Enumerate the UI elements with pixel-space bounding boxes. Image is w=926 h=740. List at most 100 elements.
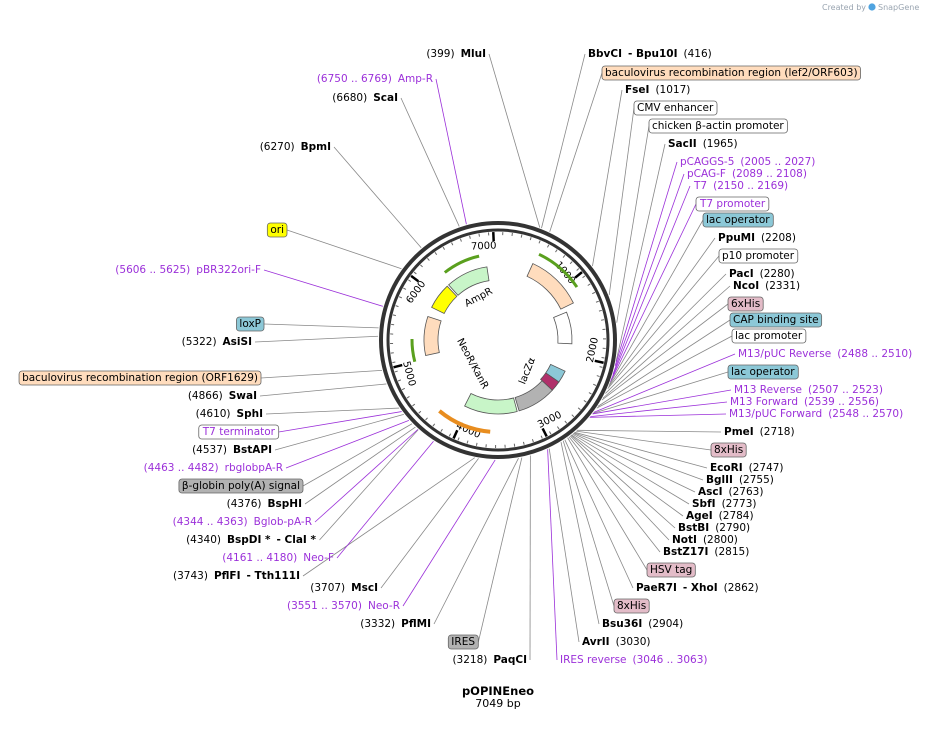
svg-text:PaeR7I- XhoI(2862): PaeR7I- XhoI(2862) [636,582,759,594]
label-m13-puc-reverse: M13/pUC Reverse(2488 .. 2510) [738,348,912,360]
ring-minor-tick [571,414,575,418]
leader-line [286,229,402,270]
svg-text:baculovirus recombination regi: baculovirus recombination region (ORF162… [22,372,258,384]
svg-text:(6270)BpmI: (6270)BpmI [260,141,331,153]
label-name: HSV tag [650,564,692,576]
label-asci: AscI(2763) [698,486,763,498]
label-msci: (3707)MscI [310,582,378,594]
ring-minor-tick [582,275,586,279]
leader-line [263,269,383,307]
ring-minor-tick [588,392,592,395]
ring-minor-tick [592,291,596,295]
ring-tick-mark [393,363,403,369]
leader-line [541,53,586,229]
feature-label-box [613,598,650,614]
label-name: IRES [451,636,475,648]
label-name: MscI [351,582,378,594]
label-name: BspHI [268,498,302,510]
leader-line [608,107,635,295]
feature-label-box [198,424,280,440]
svg-text:NcoI(2331): NcoI(2331) [733,280,800,292]
label-name: pBR322ori-F [196,264,261,276]
svg-text:(4463 .. 4482)rbglobpA-R: (4463 .. 4482)rbglobpA-R [144,462,283,474]
label-name: BbvCI [588,48,622,60]
label-m13-forward: M13 Forward(2539 .. 2556) [730,396,879,408]
label-name: loxP [239,318,261,330]
svg-text:(4866)SwaI: (4866)SwaI [188,390,257,402]
label-name: PflMI [401,618,431,630]
label-baculovirus-recombination-region-lef2-orf603-: baculovirus recombination region (lef2/O… [601,65,861,81]
leader-line [615,143,666,362]
label-name: T7 terminator [202,426,276,438]
svg-text:(4340)BspDI *- ClaI *: (4340)BspDI *- ClaI * [186,534,316,546]
label-name: 8xHis [617,600,646,612]
arrow-orf1629 [410,338,417,363]
label-name: rbglobpA-R [225,462,283,474]
label-name: T7 [693,180,707,192]
label-name: AsiSI [223,336,252,348]
label-num: (399) [426,48,454,60]
leader-line [477,457,523,643]
label-bglob-pa-r: (4344 .. 4363)Bglob-pA-R [173,516,312,528]
label-num: (416) [684,48,712,60]
svg-text:8xHis: 8xHis [617,600,646,612]
snapgene-credit: Created by SnapGene [822,3,919,12]
label-lac-operator: lac operator [702,212,774,228]
leader-line [609,219,704,385]
credit-created-by: Created by [822,3,866,12]
svg-text:ori: ori [270,224,284,236]
ring-outer-strand [379,221,617,459]
label-name: PaeR7I [636,582,677,594]
feature-label-box [447,634,479,650]
label-num: (4866) [188,390,223,402]
label-chicken-actin-promoter: chicken β-actin promoter [648,118,788,134]
leader-line [314,429,419,523]
leader-line [571,434,684,517]
ring-minor-tick [442,246,445,250]
label-num: (5606 .. 5625) [115,264,190,276]
label-name: PpuMI [718,232,755,244]
svg-text:AvrII(3030): AvrII(3030) [582,636,651,648]
ring-minor-tick [583,400,587,403]
label-name2: - XhoI [683,582,718,594]
label-name: BstBI [678,522,709,534]
label-num: (6750 .. 6769) [317,73,392,85]
label-num: (2763) [729,486,764,498]
label-ncoi: NcoI(2331) [733,280,800,292]
label-name: SphI [237,408,263,420]
svg-text:T7(2150 .. 2169): T7(2150 .. 2169) [693,180,788,192]
ring-tick-mark [541,427,548,437]
label-name: PaqCI [493,654,527,666]
label-name: IRES reverse [560,654,627,666]
label-num: (4161 .. 4180) [222,552,297,564]
label-name: M13 Reverse [734,384,802,396]
ring-minor-tick [529,237,532,241]
label-bsu36i: Bsu36I(2904) [602,618,683,630]
leader-line [263,323,379,329]
inner-label-neor: NeoR/KanR [454,337,490,392]
label-name: Amp-R [398,73,433,85]
ring-minor-tick [475,442,478,446]
svg-text:(6750 .. 6769)Amp-R: (6750 .. 6769) Amp-R [317,73,433,85]
ring-minor-tick [451,242,454,246]
ring-minor-tick [459,238,462,242]
leader-line [610,185,691,381]
ring-minor-tick [593,383,597,386]
label-paer7i: PaeR7I- XhoI(2862) [636,582,759,594]
label-name: BspDI * [227,534,271,546]
leader-line [259,383,387,397]
label-name: pCAG-F [687,168,726,180]
label-name: BstZ17I [663,546,708,558]
label-name: SacII [668,138,697,150]
ring-minor-tick [395,305,399,308]
ring-tick-label: 3000 [536,410,564,431]
svg-text:M13/pUC Reverse(2488 .. 2510): M13/pUC Reverse(2488 .. 2510) [738,348,912,360]
label-name: M13 Forward [730,396,798,408]
ring-minor-tick [406,396,410,399]
label-t7: T7(2150 .. 2169) [693,180,788,192]
label-num: (2800) [703,534,738,546]
label-bpmi: (6270)BpmI [260,141,331,153]
leader-line [302,457,476,577]
